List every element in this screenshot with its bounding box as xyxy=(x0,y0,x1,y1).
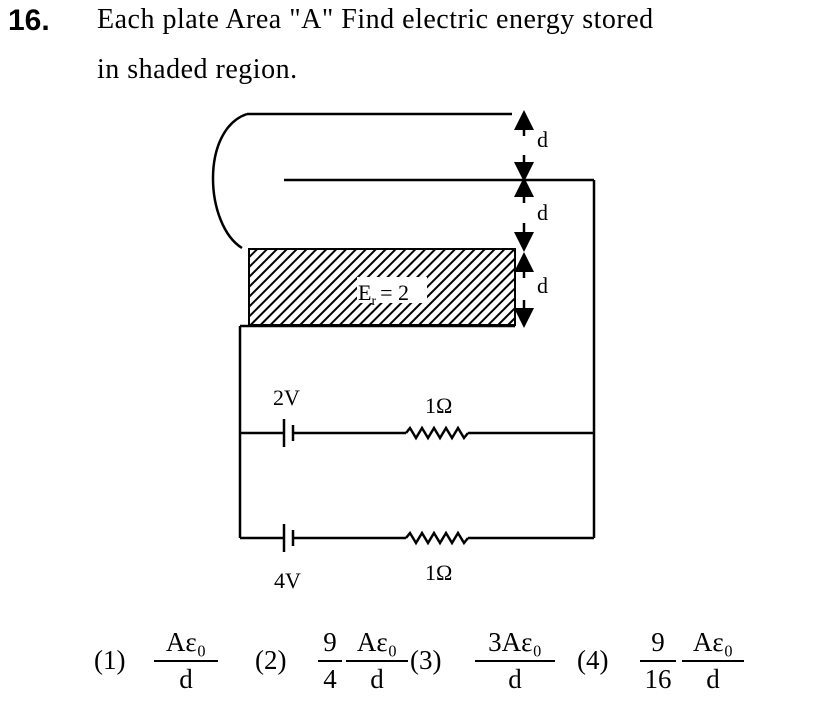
option-4-label[interactable]: (4) xyxy=(577,645,609,675)
dielectric-label-background xyxy=(357,277,427,303)
resistor-bottom xyxy=(405,530,469,546)
option-2-fraction: Aε₀ d xyxy=(346,627,408,694)
option-4-denominator: d xyxy=(706,664,720,694)
option-4-fraction-bar xyxy=(682,660,744,662)
resistor-top xyxy=(405,425,469,441)
option-3-denominator: d xyxy=(508,664,522,694)
option-2-denominator: d xyxy=(370,664,384,694)
option-4-coef-numerator: 9 xyxy=(651,627,665,657)
option-2-coef-denominator: 4 xyxy=(323,664,337,694)
option-3-label[interactable]: (3) xyxy=(410,645,442,675)
gap-label-1: d xyxy=(537,127,548,152)
option-1-label[interactable]: (1) xyxy=(94,645,126,675)
option-3-fraction: 3Aε₀ d xyxy=(475,627,555,694)
gap-label-2: d xyxy=(537,200,548,225)
option-4-coef-bar xyxy=(640,660,676,662)
option-2-coef-numerator: 9 xyxy=(323,627,337,657)
option-1-numerator: Aε₀ xyxy=(165,627,207,657)
option-4-fraction: Aε₀ d xyxy=(682,627,744,694)
question-number: 16. xyxy=(8,4,50,37)
option-4-numerator: Aε₀ xyxy=(692,627,734,657)
option-2-coef-bar xyxy=(318,660,342,662)
option-2-numerator: Aε₀ xyxy=(356,627,398,657)
question-text-line-1: Each plate Area "A" Find electric energy… xyxy=(97,4,654,35)
option-2-coefficient: 9 4 xyxy=(318,627,342,694)
plate-connector-wire xyxy=(211,112,248,250)
option-1-denominator: d xyxy=(179,664,193,694)
option-1-fraction-bar xyxy=(154,660,218,662)
battery-top-label: 2V xyxy=(273,385,300,410)
battery-bottom-label: 4V xyxy=(274,568,301,593)
option-3-numerator: 3Aε₀ xyxy=(488,627,542,657)
gap-label-3: d xyxy=(537,273,548,298)
option-2-fraction-bar xyxy=(346,660,408,662)
option-1-fraction: Aε₀ d xyxy=(154,627,218,694)
option-3-fraction-bar xyxy=(475,660,555,662)
resistor-top-label: 1Ω xyxy=(425,393,452,418)
question-text-line-2: in shaded region. xyxy=(97,54,298,85)
option-4-coef-denominator: 16 xyxy=(644,664,672,694)
option-2-label[interactable]: (2) xyxy=(255,645,287,675)
option-4-coefficient: 9 16 xyxy=(640,627,676,694)
resistor-bottom-label: 1Ω xyxy=(425,560,452,585)
dielectric-label: Er= 2 xyxy=(358,280,409,309)
